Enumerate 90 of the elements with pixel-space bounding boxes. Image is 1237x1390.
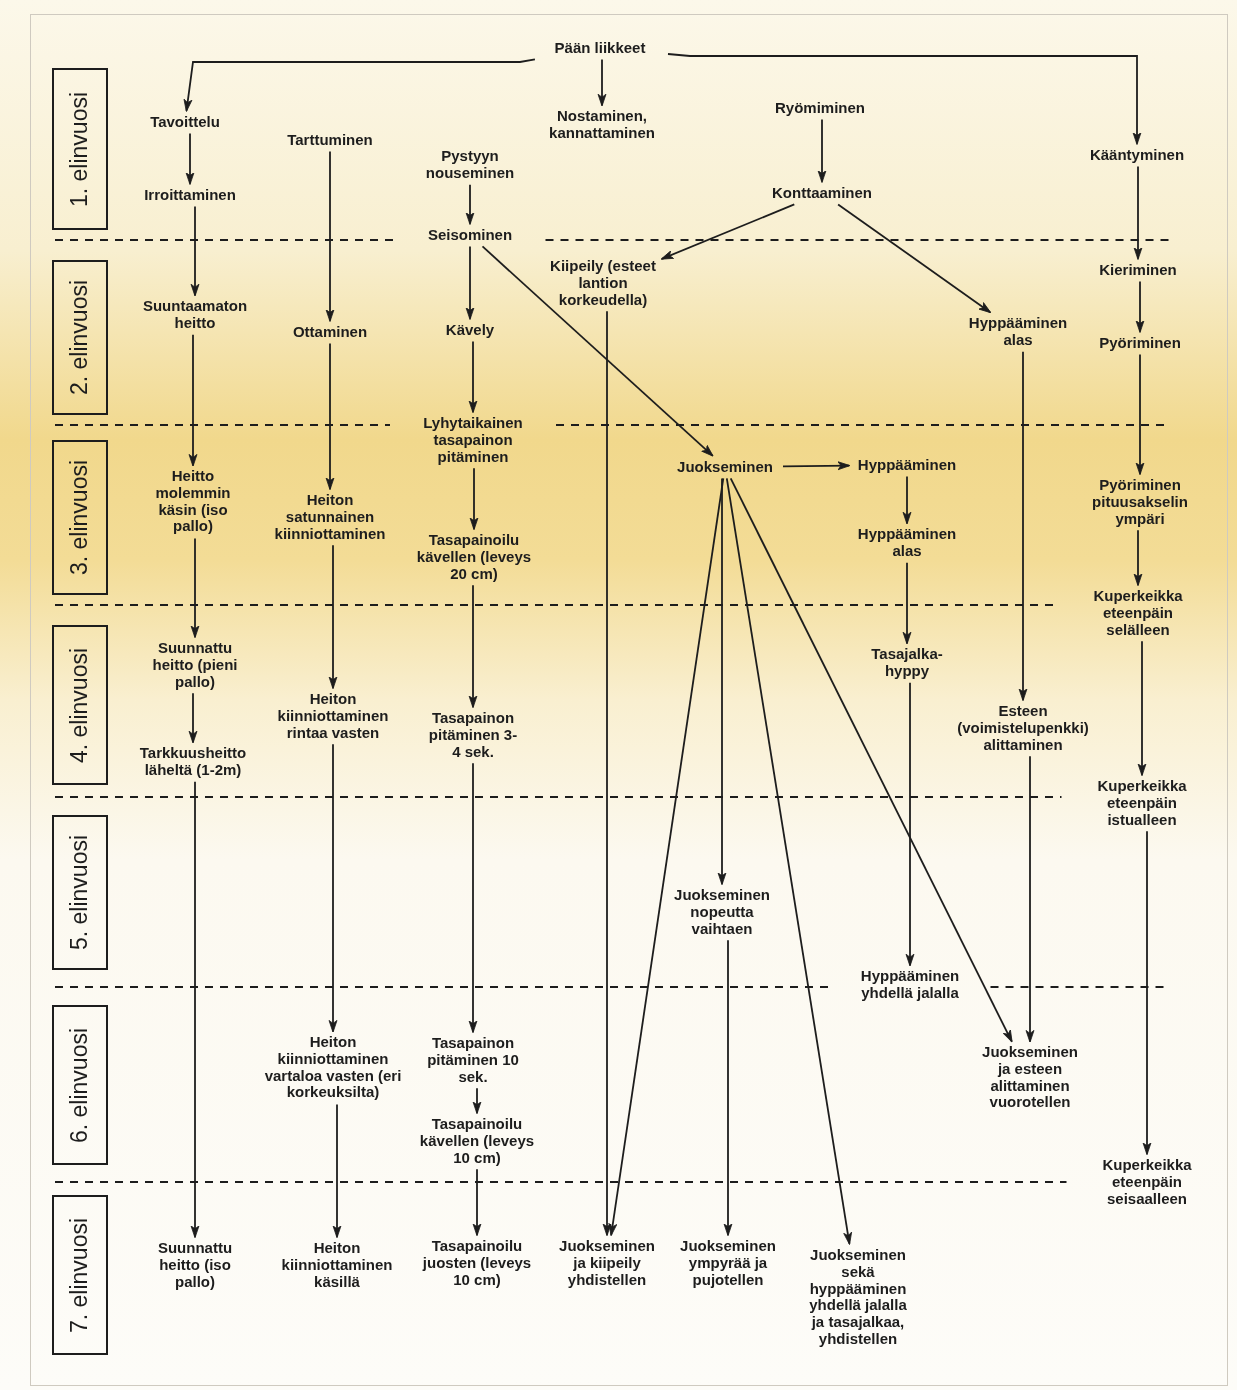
activity-label: Heiton satunnainen kiinniottaminen [267, 491, 393, 543]
year-label: 4. elinvuosi [66, 647, 94, 763]
activity-label: Nostaminen, kannattaminen [532, 108, 672, 142]
arrow [469, 467, 479, 531]
arrow [1142, 830, 1152, 1156]
year-label: 2. elinvuosi [66, 279, 94, 396]
activity-label: Hyppääminen yhdellä jalalla [847, 968, 973, 1002]
arrow [190, 537, 200, 639]
activity-label: Ryömiminen [765, 99, 875, 117]
arrow [325, 342, 335, 491]
arrow [602, 310, 612, 1237]
arrow [1133, 165, 1143, 260]
activity-label: Lyhytaikainen tasapainon pitäminen [408, 414, 538, 466]
year-label-box [52, 260, 108, 415]
year-label-box [52, 68, 108, 230]
arrow [782, 461, 851, 471]
activity-label: Tasajalka-hyppy [862, 646, 952, 680]
activity-label: Kiipeily (esteet lantion korkeudella) [547, 257, 659, 309]
activity-label: Juokseminen [670, 458, 780, 476]
year-label: 1. elinvuosi [66, 91, 94, 207]
year-label-box [52, 1005, 108, 1165]
arrow [190, 780, 200, 1239]
activity-label: Heiton kiinniottaminen rintaa vasten [265, 690, 401, 742]
arrow [188, 692, 198, 744]
arrow [729, 477, 1013, 1043]
arrow [723, 939, 733, 1237]
year-label-box [52, 440, 108, 595]
arrow [1135, 280, 1145, 333]
activity-label: Irroittaminen [130, 186, 250, 204]
arrow [597, 58, 607, 107]
arrow [1137, 640, 1147, 777]
activity-label: Konttaaminen [757, 184, 887, 202]
arrow [465, 183, 475, 225]
activity-label: Tarkkuusheitto läheltä (1-2m) [128, 745, 258, 779]
year-label-box [52, 625, 108, 785]
arrow [332, 1103, 342, 1239]
year-label: 7. elinvuosi [66, 1217, 94, 1333]
activity-label: Pyöriminen [1085, 334, 1195, 352]
activity-label: Heiton kiinniottaminen käsillä [269, 1239, 405, 1291]
activity-label: Tasapainoilu kävellen (leveys 20 cm) [415, 531, 533, 583]
activity-label: Suuntaamaton heitto [132, 298, 258, 332]
activity-label: Tasapainoilu juosten (leveys 10 cm) [418, 1237, 536, 1289]
activity-label: Tasapainon pitäminen 10 sek. [425, 1034, 521, 1086]
activity-label: Tavoittelu [130, 113, 240, 131]
activity-label: Kääntyminen [1077, 146, 1197, 164]
activity-label: Juokseminen ja esteen alittaminen vuorotellen [980, 1044, 1080, 1112]
arrow [325, 150, 335, 322]
activity-label: Heiton kiinniottaminen vartaloa vasten (eri korkeuksilta) [263, 1034, 403, 1102]
activity-label: Juokseminen sekä hyppääminen yhdellä jalalla ja tasajalkaa, yhdistellen [808, 1246, 908, 1348]
activity-label: Kieriminen [1078, 261, 1198, 279]
year-label: 6. elinvuosi [66, 1027, 94, 1143]
arrow [465, 245, 475, 320]
activity-label: Tarttuminen [270, 131, 390, 149]
arrow [185, 132, 195, 185]
arrow [837, 203, 992, 314]
arrow [660, 203, 796, 260]
activity-label: Pystyyn nouseminen [420, 148, 520, 182]
arrow [608, 477, 725, 1237]
activity-label: Seisominen [412, 226, 528, 244]
arrow [717, 477, 727, 886]
year-label-box [52, 1195, 108, 1355]
activity-label: Hyppääminen alas [852, 526, 962, 560]
arrow [468, 340, 478, 414]
activity-label: Juokseminen ja kiipeily yhdistellen [557, 1237, 657, 1289]
activity-label: Esteen (voimistelupenkki) alittaminen [945, 702, 1101, 754]
activity-label: Pään liikkeet [535, 39, 665, 57]
activity-label: Kuperkeikka eteenpäin istualleen [1079, 777, 1205, 829]
year-label: 5. elinvuosi [66, 834, 94, 951]
arrow [667, 53, 1142, 145]
activity-label: Suunnattu heitto (iso pallo) [140, 1239, 250, 1291]
arrow [725, 477, 852, 1245]
year-label-box [52, 815, 108, 970]
activity-label: Tasapainoilu kävellen (leveys 10 cm) [418, 1115, 536, 1167]
activity-label: Kuperkeikka eteenpäin selälleen [1075, 587, 1201, 639]
activity-label: Juokseminen ympyrää ja pujotellen [672, 1237, 784, 1289]
activity-label: Tasapainon pitäminen 3-4 sek. [425, 709, 521, 761]
activity-label: Kävely [430, 321, 510, 339]
arrow [817, 118, 827, 183]
arrow [481, 245, 714, 457]
activity-label: Pyöriminen pituusakselin ympäri [1075, 476, 1205, 528]
year-label: 3. elinvuosi [66, 459, 94, 576]
activity-label: Suunnattu heitto (pieni pallo) [139, 639, 251, 691]
arrow [468, 584, 478, 709]
activity-label: Hyppääminen [852, 456, 962, 474]
activity-label: Heitto molemmin käsin (iso pallo) [148, 468, 238, 536]
activity-label: Juokseminen nopeutta vaihtaen [667, 886, 777, 938]
arrow [183, 58, 536, 112]
activity-label: Hyppääminen alas [955, 315, 1081, 349]
activity-label: Ottaminen [275, 323, 385, 341]
activity-label: Kuperkeikka eteenpäin seisaalleen [1084, 1156, 1210, 1208]
